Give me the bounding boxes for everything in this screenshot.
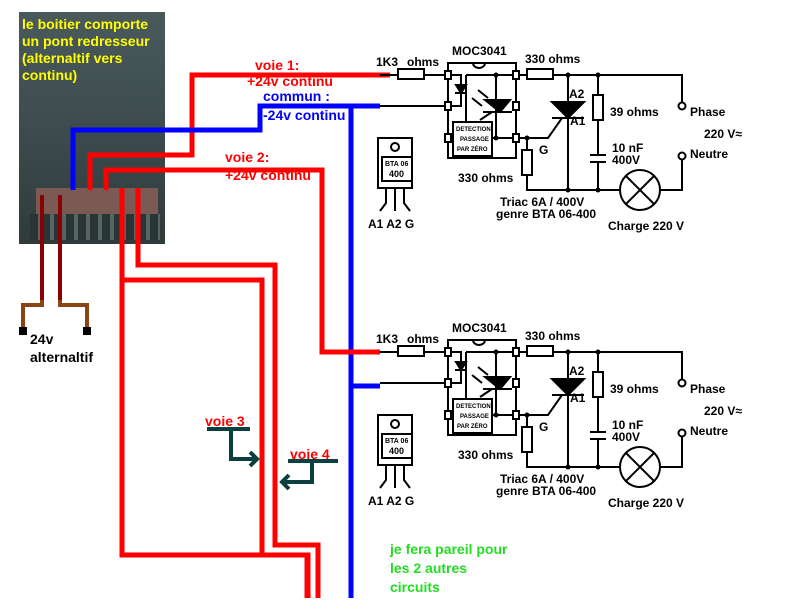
svg-text:39 ohms: 39 ohms <box>610 382 659 396</box>
svg-text:400: 400 <box>389 446 404 456</box>
svg-text:400V: 400V <box>612 430 640 444</box>
box-description: le boitier comporte un pont redresseur (… <box>22 16 150 83</box>
arrow-voie3 <box>207 427 260 468</box>
svg-text:ohms: ohms <box>407 332 439 346</box>
ac-terminal-left <box>19 327 27 335</box>
svg-text:1K3: 1K3 <box>376 332 398 346</box>
voie2-label: voie 2: <box>225 149 269 165</box>
svg-text:A2: A2 <box>569 364 585 378</box>
svg-text:A1: A1 <box>570 114 586 128</box>
ac-terminal-right <box>83 327 91 335</box>
svg-text:10 nF: 10 nF <box>612 418 643 432</box>
svg-text:PASSAGE: PASSAGE <box>460 137 489 143</box>
svg-text:+24v continu: +24v continu <box>247 73 333 89</box>
svg-text:220 V≈: 220 V≈ <box>704 404 742 418</box>
svg-text:220 V≈: 220 V≈ <box>704 127 742 141</box>
svg-text:A1: A1 <box>570 391 586 405</box>
triac-circuit-1 <box>377 62 687 212</box>
svg-text:Triac 6A / 400V: Triac 6A / 400V <box>500 195 584 209</box>
svg-text:G: G <box>539 420 548 434</box>
svg-text:genre BTA 06-400: genre BTA 06-400 <box>496 484 596 498</box>
svg-text:330 ohms: 330 ohms <box>458 448 514 462</box>
circuit-2-labels: 1K3 ohms MOC3041 330 ohms 330 ohms A2 A1… <box>368 321 742 510</box>
svg-text:G: G <box>539 143 548 157</box>
ac-wires <box>19 195 91 335</box>
svg-text:ohms: ohms <box>407 55 439 69</box>
wire-voie4 <box>135 188 321 598</box>
svg-text:-24v continu: -24v continu <box>263 107 345 123</box>
wire-commun <box>70 103 380 190</box>
svg-text:1K3: 1K3 <box>376 55 398 69</box>
svg-text:39 ohms: 39 ohms <box>610 105 659 119</box>
wire-labels: voie 1: +24v continu commun : -24v conti… <box>205 57 345 462</box>
svg-text:A1 A2 G: A1 A2 G <box>368 217 414 231</box>
wire-voie2 <box>103 167 380 355</box>
svg-text:MOC3041: MOC3041 <box>452 321 507 335</box>
svg-text:A1 A2 G: A1 A2 G <box>368 494 414 508</box>
triac-circuit-2 <box>377 339 687 489</box>
svg-text:330 ohms: 330 ohms <box>525 329 581 343</box>
svg-text:BTA 06: BTA 06 <box>385 161 408 168</box>
svg-text:10 nF: 10 nF <box>612 141 643 155</box>
svg-text:genre BTA 06-400: genre BTA 06-400 <box>496 207 596 221</box>
svg-text:Triac 6A / 400V: Triac 6A / 400V <box>500 472 584 486</box>
svg-text:Phase: Phase <box>690 105 726 119</box>
svg-text:DETECTION: DETECTION <box>456 404 491 410</box>
voie1-label: voie 1: <box>255 57 299 73</box>
circuit-1-labels: 1K3 ohms MOC3041 330 ohms 330 ohms A2 A1… <box>368 44 742 233</box>
svg-text:400V: 400V <box>612 153 640 167</box>
svg-text:A2: A2 <box>569 87 585 101</box>
svg-text:+24v continu: +24v continu <box>225 167 311 183</box>
svg-text:Phase: Phase <box>690 382 726 396</box>
svg-text:Neutre: Neutre <box>690 147 728 161</box>
svg-text:BTA 06: BTA 06 <box>385 438 408 445</box>
wire-voie1 <box>87 72 390 190</box>
svg-text:PAR ZÉRO: PAR ZÉRO <box>457 145 488 153</box>
svg-text:DETECTION: DETECTION <box>456 127 491 133</box>
svg-text:Charge 220 V: Charge 220 V <box>608 496 684 510</box>
svg-text:330 ohms: 330 ohms <box>458 171 514 185</box>
voie4-label: voie 4 <box>290 446 330 462</box>
wire-voie3 <box>119 188 311 598</box>
svg-text:Charge 220 V: Charge 220 V <box>608 219 684 233</box>
note: je fera pareil pour les 2 autres circuit… <box>390 541 508 595</box>
svg-text:PAR ZÉRO: PAR ZÉRO <box>457 422 488 430</box>
arrow-voie4 <box>279 459 338 491</box>
svg-text:MOC3041: MOC3041 <box>452 44 507 58</box>
commun-label: commun : <box>263 88 330 104</box>
svg-text:400: 400 <box>389 169 404 179</box>
svg-text:Neutre: Neutre <box>690 424 728 438</box>
svg-text:330 ohms: 330 ohms <box>525 52 581 66</box>
ac-input-label: 24v alternaltif <box>30 331 94 365</box>
voie3-label: voie 3 <box>205 413 245 429</box>
svg-text:PASSAGE: PASSAGE <box>460 414 489 420</box>
